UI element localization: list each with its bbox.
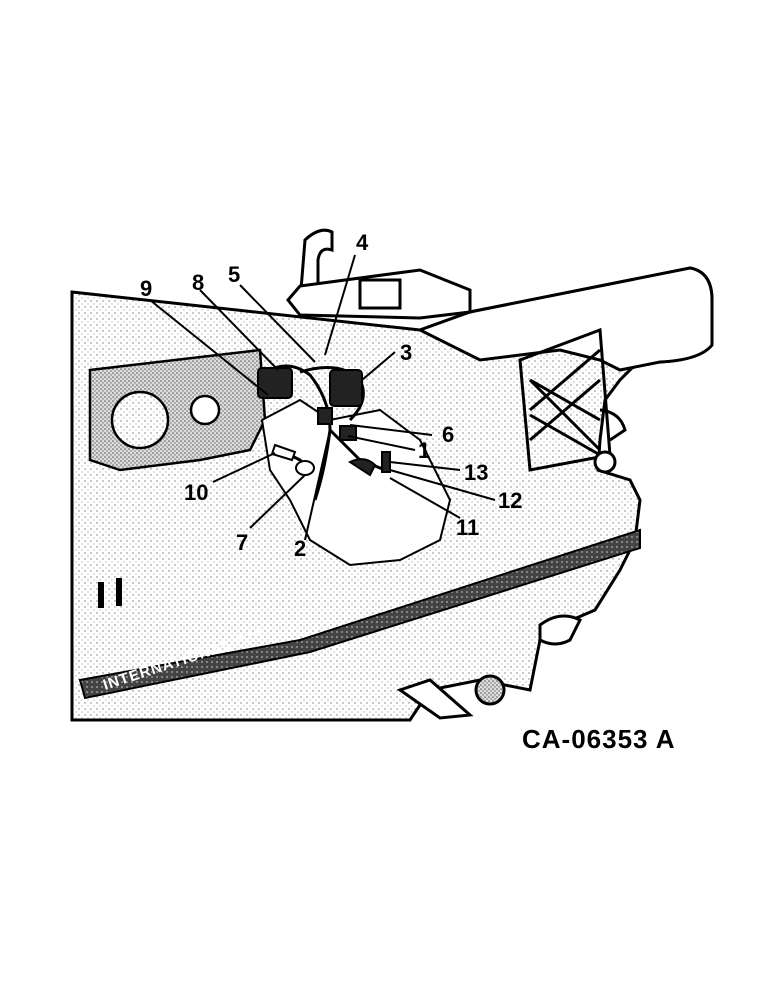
muffler-and-frame [286, 228, 617, 474]
callout-8: 8 [192, 270, 204, 295]
callout-3: 3 [400, 340, 412, 365]
electrical-components [257, 367, 391, 477]
callout-10: 10 [184, 480, 208, 505]
callout-7: 7 [236, 530, 248, 555]
hood-stripe [78, 528, 641, 700]
callout-6: 6 [442, 422, 454, 447]
engine-block [88, 348, 267, 472]
callout-1: 1 [418, 438, 430, 463]
callout-9: 9 [140, 276, 152, 301]
plate-code: CA-06353 A [522, 724, 676, 754]
callout-11: 11 [456, 515, 479, 540]
callout-4: 4 [356, 230, 369, 255]
callout-13: 13 [464, 460, 488, 485]
drawbar [396, 614, 583, 720]
leader-lines [149, 254, 496, 541]
callout-12: 12 [498, 488, 522, 513]
callout-5: 5 [228, 262, 240, 287]
side-vents [98, 578, 122, 608]
callout-2: 2 [294, 536, 306, 561]
hood-top-panel [416, 266, 714, 372]
